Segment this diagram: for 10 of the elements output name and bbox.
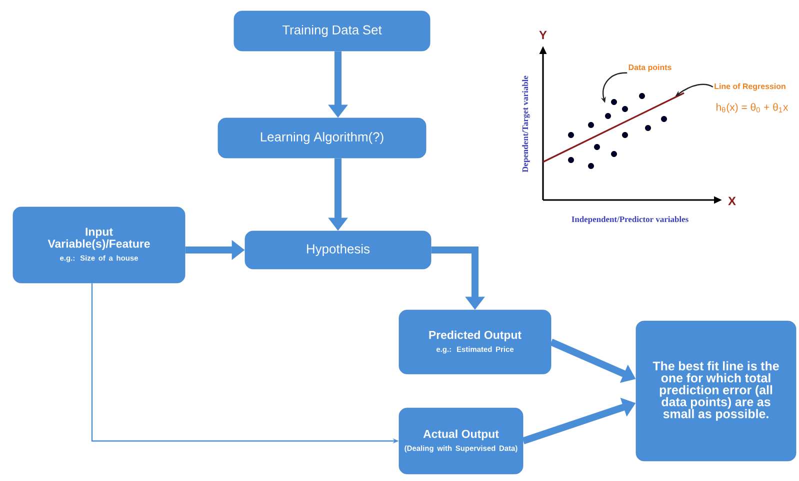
axis-label: Y bbox=[539, 30, 547, 40]
regression-line bbox=[542, 92, 684, 163]
process-box: The best fit line is the one for which total prediction error (all data points) are as small as possible. bbox=[636, 320, 796, 462]
formula: h$_{θ}$(x) = θ$_{0}$ + θ$_{1}$x bbox=[716, 103, 788, 113]
axis-label: X bbox=[728, 196, 736, 206]
axis-title: Independent/Predictor variables bbox=[572, 216, 688, 224]
process-box: Hypothesis bbox=[244, 230, 432, 270]
process-box: Learning Algorithm(?) bbox=[218, 118, 426, 158]
axis-title: Dependent/Target variable bbox=[522, 76, 530, 172]
process-box: Training Data Set bbox=[234, 10, 430, 52]
